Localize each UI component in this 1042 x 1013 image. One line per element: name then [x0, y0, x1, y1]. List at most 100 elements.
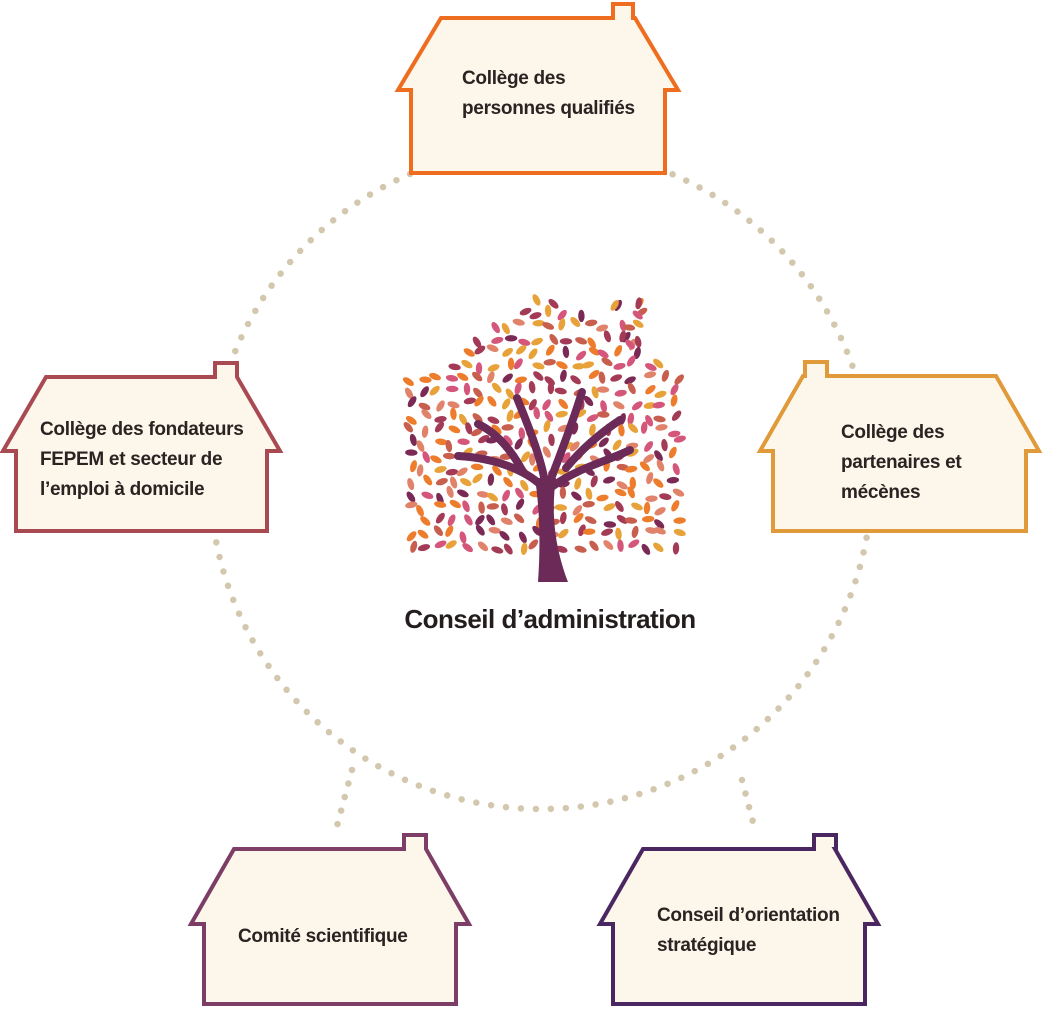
leaf — [544, 410, 554, 422]
leaf — [487, 473, 495, 486]
leaf — [507, 357, 515, 370]
leaf — [528, 539, 539, 550]
leaf — [653, 478, 664, 488]
leaf — [477, 541, 489, 552]
leaf — [472, 413, 483, 423]
leaf — [588, 347, 600, 356]
leaf — [472, 371, 483, 382]
leaf — [501, 322, 510, 335]
leaf — [631, 401, 643, 411]
label-line: Comité scientifique — [238, 926, 408, 947]
leaf — [558, 398, 568, 410]
leaf — [654, 450, 663, 462]
label-line: partenaires et — [841, 452, 962, 473]
leaf — [632, 319, 644, 328]
leaf — [547, 381, 555, 395]
leaf — [559, 486, 567, 499]
leaf — [447, 401, 460, 409]
leaf — [533, 406, 540, 420]
leaf — [612, 439, 622, 451]
leaf — [627, 412, 635, 426]
leaf — [645, 495, 658, 502]
leaf — [654, 390, 667, 398]
leaf — [548, 433, 555, 447]
leaf — [635, 297, 642, 310]
house-label-founders: Collège des fondateurs FEPEM et secteur … — [40, 415, 244, 505]
leaf — [673, 517, 686, 524]
leaf — [459, 531, 467, 544]
leaf — [558, 318, 566, 331]
house-label-qualified: Collège des personnes qualifiés — [462, 64, 635, 124]
leaf — [405, 501, 418, 509]
house-label-scientific: Comité scientifique — [238, 922, 408, 952]
leaf — [625, 465, 638, 473]
leaf — [433, 525, 443, 536]
leaf — [514, 513, 525, 524]
leaf — [572, 363, 585, 370]
leaf — [603, 521, 617, 528]
leaf — [574, 477, 582, 490]
leaf — [518, 531, 527, 544]
leaf — [668, 430, 681, 438]
leaf — [420, 516, 431, 526]
leaf — [673, 529, 686, 537]
leaf — [554, 504, 568, 511]
leaf — [559, 511, 567, 525]
leaf — [616, 481, 628, 490]
leaf — [423, 474, 433, 486]
leaf — [576, 350, 587, 361]
leaf — [596, 324, 609, 332]
leaf — [600, 400, 608, 413]
leaf — [653, 358, 664, 369]
leaf — [598, 437, 609, 448]
leaf — [463, 348, 475, 357]
leaf — [613, 401, 625, 410]
leaf — [478, 434, 490, 444]
leaf — [624, 517, 638, 524]
leaf — [670, 383, 679, 396]
leaf — [643, 501, 651, 515]
leaf — [645, 363, 657, 371]
leaf — [445, 468, 459, 476]
leaf — [674, 374, 684, 385]
leaf — [627, 423, 639, 433]
leaf — [502, 489, 511, 502]
leaf — [475, 524, 485, 536]
leaf — [673, 435, 686, 443]
leaf — [421, 409, 432, 419]
tree-branch — [549, 446, 634, 490]
leaf — [634, 335, 642, 348]
leaf — [597, 411, 610, 418]
leaf — [589, 540, 599, 551]
leaf — [562, 345, 570, 359]
connector-scientific — [333, 766, 356, 830]
leaf — [458, 413, 468, 426]
leaf — [671, 410, 682, 421]
leaf — [503, 543, 513, 555]
leaf — [578, 309, 585, 323]
leaf — [613, 362, 626, 370]
leaf — [643, 454, 655, 463]
leaf — [501, 398, 511, 410]
leaf — [503, 477, 513, 488]
leaf — [569, 441, 580, 452]
label-line: Collège des — [841, 422, 945, 443]
leaf — [435, 438, 448, 446]
leaf — [445, 374, 459, 382]
leaf — [501, 503, 508, 516]
leaf — [463, 382, 471, 396]
leaf — [661, 369, 670, 382]
leaf — [596, 386, 610, 393]
label-line: mécènes — [841, 482, 921, 503]
leaf — [435, 478, 448, 486]
leaf — [491, 382, 502, 393]
leaf — [445, 439, 453, 453]
leaf — [632, 310, 643, 320]
leaf — [430, 455, 442, 464]
leaf — [623, 324, 636, 331]
leaf — [464, 514, 473, 526]
leaf — [585, 487, 593, 500]
leaf — [631, 502, 643, 511]
leaf — [615, 501, 624, 512]
